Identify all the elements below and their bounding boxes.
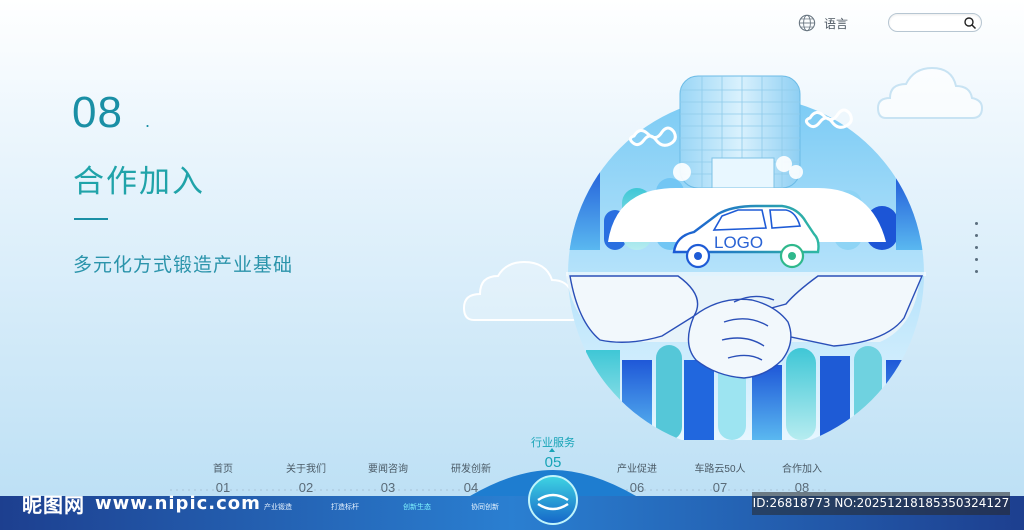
watermark-logo: 昵图网 [22,492,85,517]
sub-item-active[interactable]: 创新生态 [403,504,431,511]
cloud-right-icon [876,66,984,119]
timeline-node-industry[interactable]: 产业促进 [617,464,657,475]
active-caret-icon [549,448,555,452]
section-number: 08 [72,88,123,137]
sub-item[interactable]: 协同创新 [471,504,499,511]
page-title: 合作加入 [73,164,205,199]
timeline-node-home[interactable]: 首页 [213,464,233,475]
timeline-active-number: 05 [544,454,562,471]
timeline-node-number: 03 [380,480,396,495]
search-box[interactable] [888,13,982,32]
sub-item[interactable]: 产业锻造 [264,504,292,511]
timeline-node-rnd[interactable]: 研发创新 [451,464,491,475]
globe-icon [798,14,816,32]
timeline-node-join[interactable]: 合作加入 [782,464,822,475]
side-dots [975,222,978,282]
timeline-node-v2x50[interactable]: 车路云50人 [694,464,746,475]
watermark-id: ID:26818773 NO:20251218185350324127 [752,492,1010,515]
timeline-node-number: 06 [629,480,645,495]
timeline-node-number: 04 [463,480,479,495]
section-number-dot: . [145,111,151,131]
search-input[interactable] [897,16,967,32]
language-switch[interactable]: 语言 [798,14,848,32]
timeline-node-about[interactable]: 关于我们 [286,464,326,475]
watermark-url: www.nipic.com [95,492,261,514]
search-icon[interactable] [963,16,977,30]
cooperation-illustration: LOGO [566,75,926,440]
timeline-node-number: 08 [794,480,810,495]
timeline-node-number: 07 [712,480,728,495]
page-subtitle: 多元化方式锻造产业基础 [73,255,294,276]
timeline-node-number: 02 [298,480,314,495]
timeline-node-number: 01 [215,480,231,495]
timeline-node-news[interactable]: 要闻咨询 [368,464,408,475]
sub-item[interactable]: 打造标杆 [331,504,359,511]
watermark: 昵图网 www.nipic.com [0,488,360,518]
title-divider [74,218,108,220]
car-logo-text: LOGO [714,233,763,252]
language-label: 语言 [824,16,849,31]
timeline-active-label[interactable]: 行业服务 [531,437,575,449]
